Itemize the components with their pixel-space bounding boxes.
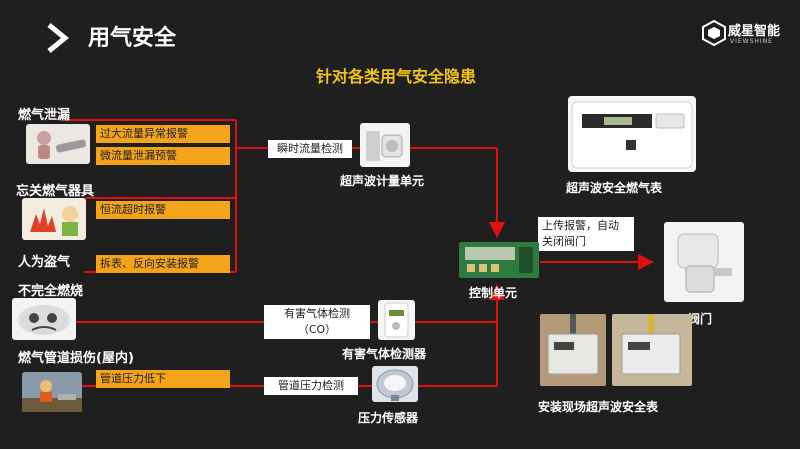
pressure-sensor-picture (372, 366, 418, 402)
incomplete-combustion-picture (12, 298, 76, 340)
hazard-gas-leak: 燃气泄漏 (18, 108, 71, 123)
upload-alarm-line2: 关闭阀门 (542, 235, 586, 248)
gas-detector-label: 有害气体检测器 (342, 347, 427, 361)
gas-meter-label: 超声波安全燃气表 (566, 181, 663, 195)
detection-harmful-gas: 有害气体检测 （CO） (264, 305, 370, 339)
control-unit-picture (459, 242, 539, 278)
alarm-low-pressure: 管道压力低下 (96, 370, 230, 388)
viewshine-logo-icon (702, 20, 726, 46)
logo-subtext: VIEWSHINE (730, 38, 773, 45)
gas-leak-picture (26, 124, 90, 164)
valve-picture (664, 222, 744, 302)
alarm-constant-flow-timeout: 恒流超时报警 (96, 201, 230, 219)
hazard-incomplete-combustion: 不完全燃烧 (18, 284, 84, 299)
upload-alarm-note: 上传报警，自动 关闭阀门 (538, 217, 634, 251)
detection-harmful-gas-line2: （CO） (297, 323, 337, 336)
install-site-label: 安装现场超声波安全表 (538, 400, 659, 414)
page-title: 用气安全 (88, 26, 177, 51)
pressure-sensor-label: 压力传感器 (358, 411, 419, 425)
hazard-forgot-appliance: 忘关燃气器具 (16, 184, 95, 199)
detection-pressure: 管道压力检测 (264, 377, 358, 395)
detection-flow: 瞬时流量检测 (268, 140, 352, 158)
hazard-pipe-damage: 燃气管道损伤(屋内) (18, 351, 134, 366)
alarm-micro-leak: 微流量泄漏预警 (96, 147, 230, 165)
alarm-tamper-reverse: 拆表、反向安装报警 (96, 255, 230, 273)
control-unit-label: 控制单元 (469, 286, 518, 300)
install-site-photo-2 (612, 314, 692, 386)
alarm-overflow: 过大流量异常报警 (96, 125, 230, 143)
gas-meter-picture (568, 96, 696, 172)
hazard-gas-theft: 人为盗气 (18, 255, 71, 270)
forgot-appliance-picture (22, 198, 86, 240)
diagram-subtitle: 针对各类用气安全隐患 (316, 67, 477, 86)
logo-text: 威星智能 (728, 24, 781, 39)
pipe-damage-picture (22, 372, 82, 412)
chevron-right-icon (47, 23, 69, 53)
ultrasonic-unit-picture (360, 123, 410, 167)
install-site-photo-1 (540, 314, 606, 386)
detection-harmful-gas-line1: 有害气体检测 (284, 307, 350, 320)
valve-label: 阀门 (688, 312, 713, 326)
upload-alarm-line1: 上传报警，自动 (542, 219, 619, 232)
ultrasonic-unit-label: 超声波计量单元 (340, 174, 425, 188)
gas-detector-picture (378, 300, 415, 340)
